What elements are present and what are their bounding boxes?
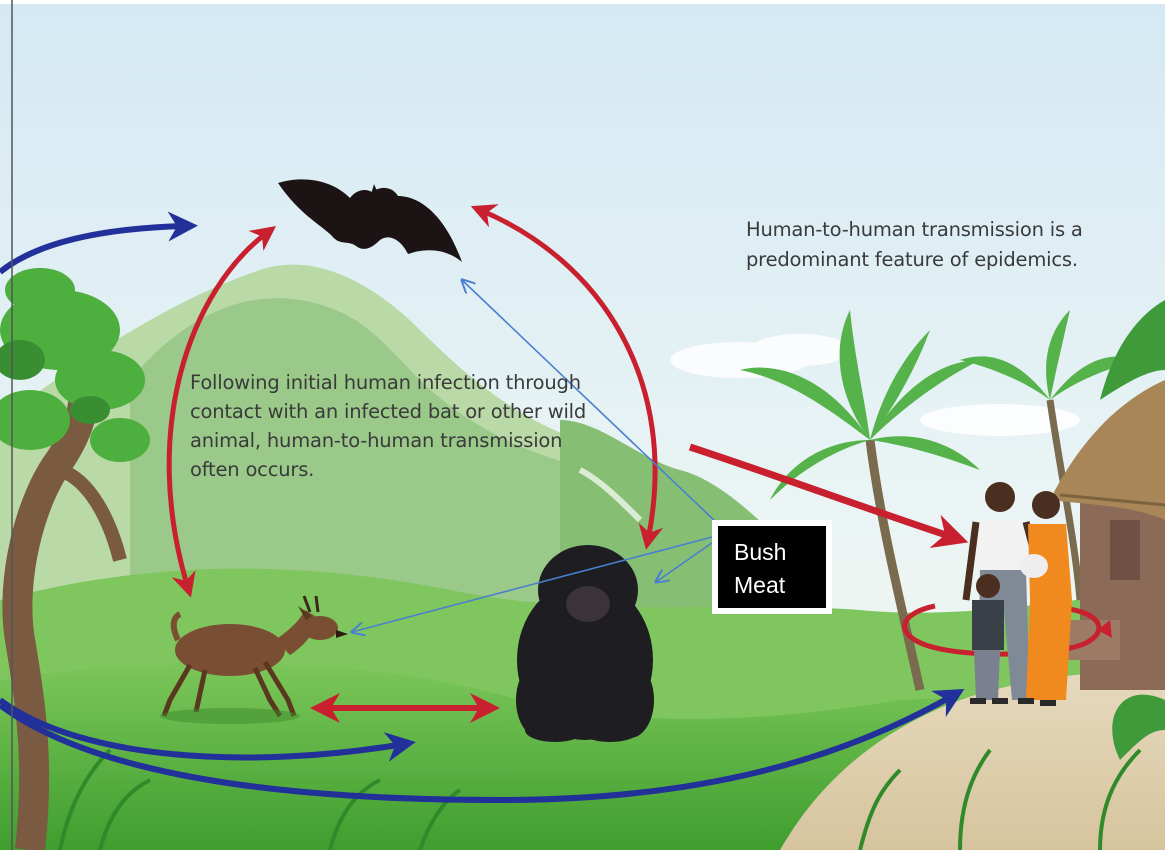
caption-line: Following initial human infection throug… [190, 368, 650, 397]
bush-meat-label-box: Bush Meat [718, 526, 826, 608]
bush-meat-line: Meat [734, 569, 826, 602]
caption-line: Human-to-human transmission is a [746, 215, 1165, 245]
caption-line: predominant feature of epidemics. [746, 245, 1165, 275]
bush-meat-line: Bush [734, 536, 826, 569]
caption-line: often occurs. [190, 455, 650, 484]
caption-initial-infection: Following initial human infection throug… [190, 368, 650, 484]
bush-meat-label: Bush Meat [712, 520, 832, 614]
caption-line: animal, human-to-human transmission [190, 426, 650, 455]
caption-line: contact with an infected bat or other wi… [190, 397, 650, 426]
caption-human-to-human: Human-to-human transmission is a predomi… [746, 215, 1165, 275]
